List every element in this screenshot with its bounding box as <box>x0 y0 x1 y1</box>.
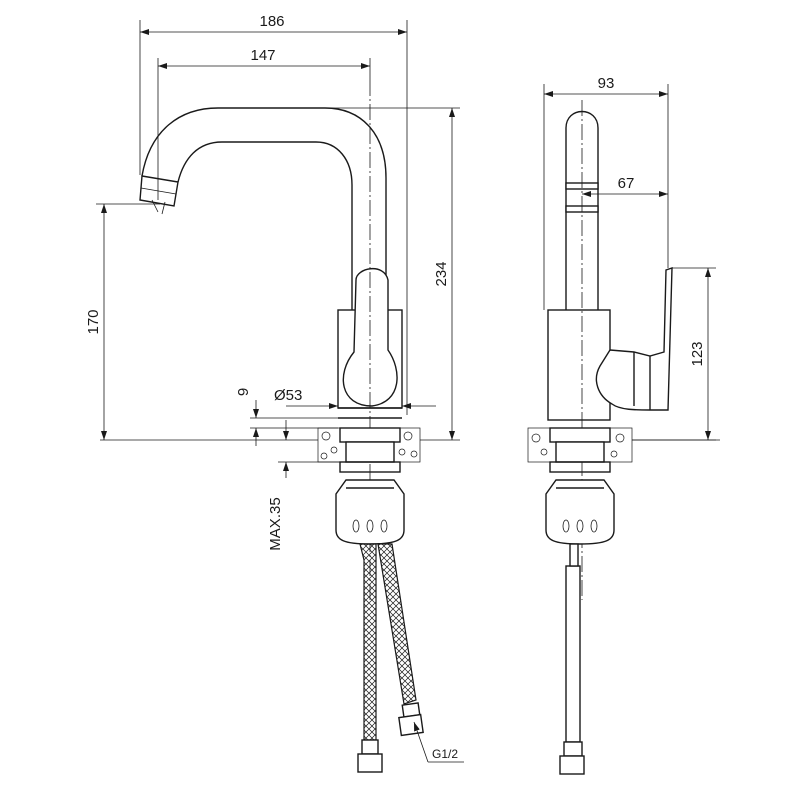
side-dimensions: 93 67 123 <box>543 75 716 441</box>
dim-label-d53: Ø53 <box>274 387 302 404</box>
dim-label-123: 123 <box>689 341 706 366</box>
side-view <box>527 100 720 775</box>
dim-label-max35: MAX.35 <box>267 497 284 550</box>
dim-label-186: 186 <box>259 13 284 30</box>
front-spout <box>141 107 387 310</box>
front-mounting-nut <box>335 479 405 545</box>
front-handle <box>342 268 398 407</box>
dim-label-234: 234 <box>433 261 450 286</box>
dim-label-9: 9 <box>235 388 252 396</box>
dim-label-67: 67 <box>618 175 635 192</box>
side-mounting-nut <box>545 479 615 545</box>
front-hose-right <box>377 543 417 705</box>
dim-label-147: 147 <box>250 47 275 64</box>
front-dimensions: 186 147 234 170 9 Ø53 MAX.35 G1/2 <box>85 13 464 763</box>
side-handle <box>595 267 673 411</box>
dim-label-g12: G1/2 <box>432 747 458 761</box>
dim-label-93: 93 <box>598 75 615 92</box>
front-hose-left <box>359 543 377 741</box>
dim-label-170: 170 <box>85 309 102 334</box>
side-hose <box>565 565 581 743</box>
front-view <box>100 80 460 773</box>
